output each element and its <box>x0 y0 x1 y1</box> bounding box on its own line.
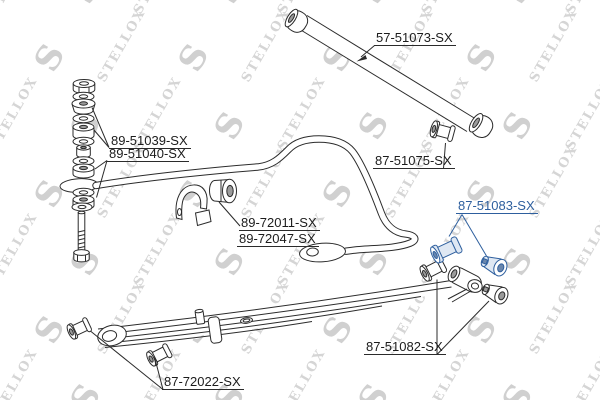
part-label-89-51039-sx[interactable]: 89-51039-SX <box>109 134 191 149</box>
bushings-layer <box>146 120 509 367</box>
part-label-87-51075-sx[interactable]: 87-51075-SX <box>373 154 455 169</box>
highlight-leader-lines <box>448 214 487 257</box>
torque-rod-drawing <box>284 8 494 139</box>
stabilizer-bushing-drawing <box>208 178 237 204</box>
part-label-87-51082-sx[interactable]: 87-51082-SX <box>364 340 446 355</box>
rod-bushing-87-51075-drawing <box>429 120 456 142</box>
stabilizer-link-drawing <box>71 79 96 263</box>
leaf-spring-drawing <box>66 265 483 348</box>
part-label-89-72011-sx[interactable]: 89-72011-SX <box>239 216 320 231</box>
part-label-89-51040-sx[interactable]: 89-51040-SX <box>107 147 189 162</box>
highlighted-bushing-flanged-drawing <box>480 255 508 277</box>
stabilizer-bracket-drawing <box>175 184 212 227</box>
highlighted-bushing-spool-drawing <box>430 236 463 264</box>
leader-lines <box>90 45 490 390</box>
part-label-87-72022-sx[interactable]: 87-72022-SX <box>162 375 244 390</box>
part-label-89-72047-sx[interactable]: 89-72047-SX <box>237 232 319 247</box>
front-bushing-87-72022-drawing <box>146 343 173 367</box>
part-label-87-51083-sx-highlighted[interactable]: 87-51083-SX <box>456 199 538 214</box>
part-label-57-51073-sx[interactable]: 57-51073-SX <box>374 31 456 46</box>
front-eye-bushing-drawing <box>66 317 92 340</box>
shackle-bushing-lower-drawing <box>481 283 509 305</box>
stabilizer-bar-drawing <box>59 135 419 263</box>
